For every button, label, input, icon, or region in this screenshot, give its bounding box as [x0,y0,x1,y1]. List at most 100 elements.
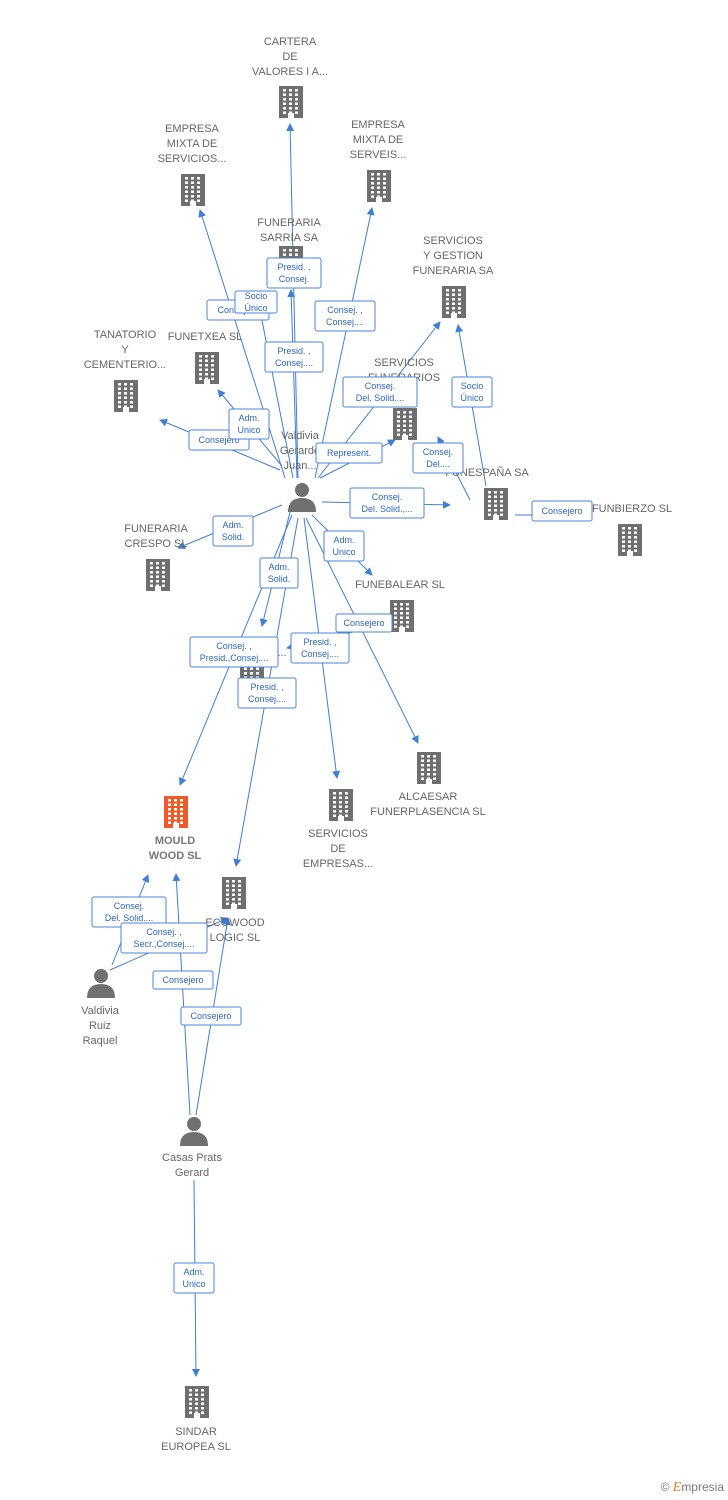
brand-name: mpresia [681,1480,724,1494]
edge-label-valdivia_gerardo-to-mould_wood[interactable]: Consej. ,Presid.,Consej.... [189,636,279,668]
edge-label-text: Consej. [114,901,145,911]
edge-label-valdivia_gerardo-to-funespana[interactable]: Consej.Del. Solid.,... [349,487,425,519]
edge-labels-layer: Presid. ,Consej.ConsejeroSocioÚnicoConse… [91,257,593,1294]
edge-label-text: Adm. [238,413,259,423]
edge-label-text: Adm. [222,520,243,530]
edge-valdivia_gerardo-to-funeraria_sarria [255,299,294,479]
edge-label-valdivia_gerardo-to-funebalear[interactable]: Adm. Unico [323,530,365,562]
node-funetxea[interactable]: FUNETXEA SL [168,331,243,384]
building-icon [164,796,188,828]
node-label: FUNETXEA SL [168,331,243,343]
edge-label-valdivia_gerardo-to-servicios_gestion[interactable]: Consej.Del. Solid.... [342,376,418,408]
edge-label-text: Presid. , [277,262,310,272]
edge-label-text: Único [460,393,483,403]
edge-label-casas_prats-to-ecowood[interactable]: Consejero [180,1006,242,1026]
node-funespana[interactable]: FUNESPAÑA SA [445,466,529,520]
edge-label-valdivia_gerardo-to-empresa_mixta_serveis[interactable]: Consej. ,Consej.... [314,300,376,332]
node-label: DE [330,843,345,855]
node-label: SERVEIS... [350,149,407,161]
edge-valdivia_gerardo-to-funeraria_sarria [287,289,298,479]
node-label: MIXTA DE [167,138,218,150]
edge-label-valdivia_gerardo-to-funetxea[interactable]: Adm. Unico [228,408,270,440]
node-tanatorio[interactable]: TANATORIOYCEMENTERIO... [84,329,167,412]
node-ecowood[interactable]: ECOWOOD LOGIC SL [205,877,265,944]
edge-label-valdivia_gerardo-to-servicios_funerarios[interactable]: Represent. [315,442,383,464]
edge-label-text: Consejero [541,506,582,516]
edge-label-text: Secr.,Consej.... [133,939,194,949]
node-label: CRESPO SL [125,538,188,550]
edge-label-valdivia_gerardo-to-ecowood[interactable]: Presid. ,Consej.... [237,677,297,709]
edge-label-funespana-to-funbierzo[interactable]: Consejero [531,500,593,522]
node-label: SINDAR [175,1426,217,1438]
edge-label-text: Consej.... [248,694,286,704]
node-empresa_mixta_serveis[interactable]: EMPRESA MIXTA DE SERVEIS... [350,119,407,202]
edge-label-text: Socio [245,291,268,301]
node-label: Y GESTION [423,250,483,262]
edge-label-text: Unico [182,1279,205,1289]
edge-label-text: Del.... [426,459,450,469]
edge-label-text: Adm. [183,1267,204,1277]
edge-label-text: Consej. [279,274,310,284]
edge-label-valdivia_gerardo-to-funeraria_crespo[interactable]: Adm. Solid. [212,515,254,547]
node-label: Raquel [83,1035,118,1047]
node-label: ECOWOOD [205,917,264,929]
node-label: SERVICIOS [308,828,368,840]
edge-label-valdivia_raquel-to-ecowood[interactable]: Consej. ,Secr.,Consej.... [120,922,208,954]
edge-label-text: Socio [461,381,484,391]
edge-label-valdivia_gerardo-to-servicios_empresas[interactable]: Presid. , Consej.... [290,632,350,664]
edge-label-valdivia_gerardo-to-funeraria_sarria[interactable]: Presid. ,Consej.... [264,341,324,373]
edge-label-text: Consej. [423,447,454,457]
edge-label-valdivia_gerardo-to-cartera[interactable]: Presid. , Consej. [266,257,322,289]
edge-label-text: Solid. [222,532,245,542]
node-sindar[interactable]: SINDAR EUROPEA SL [161,1386,231,1453]
edge-label-text: Del. Solid.... [105,913,154,923]
edge-valdivia_gerardo-to-cartera [286,123,299,479]
edge-label-text: Consejero [162,975,203,985]
edge-label-text: Presid. , [303,637,336,647]
edge-label-text: Adm. [333,535,354,545]
node-label: Gerardo [280,445,320,457]
edge-label-casas_prats-to-mould_wood[interactable]: Consejero [152,970,214,990]
node-label: DE [282,51,297,63]
node-label: ... [277,647,286,659]
node-valdivia_gerardo[interactable]: ValdiviaGerardoJuan... [280,430,320,512]
building-icon [114,380,138,412]
edge-casas_prats-to-mould_wood [172,873,191,1116]
node-label: FUNEBALEAR SL [355,579,445,591]
edge-label-funespana-to-servicios_funerarios[interactable]: Consej. Del.... [412,442,464,474]
edge-label-text: Consej.... [301,649,339,659]
node-label: FUNERARIA SA [413,265,494,277]
node-label: FUNERPLASENCIA SL [370,806,486,818]
node-label: EUROPEA SL [161,1441,231,1453]
edge-label-text: Consej. , [216,641,252,651]
node-label: MIXTA DE [353,134,404,146]
edge-label-casas_prats-to-sindar[interactable]: Adm. Unico [173,1262,215,1294]
node-servicios_funerarios[interactable]: SERVICIOSFUNERARIOS [368,357,440,440]
edge-label-text: Unico [237,425,260,435]
node-funbierzo[interactable]: FUNBIERZO SL [592,503,672,556]
edge-label-text: Represent. [327,448,371,458]
node-servicios_empresas[interactable]: SERVICIOSDEEMPRESAS... [303,789,373,870]
node-label: CEMENTERIO... [84,359,167,371]
edge-label-text: Consej.... [275,358,313,368]
node-label: EMPRESA [351,119,405,131]
edge-label-text: Consej.... [326,317,364,327]
edge-label-text: Unico [332,547,355,557]
edge-label-text: Consej. [365,381,396,391]
building-icon [222,877,246,909]
edge-label-funebalear-to-hidden_co[interactable]: Consejero [335,613,393,633]
node-label: LOGIC SL [210,932,261,944]
edge-label-valdivia_gerardo-to-hidden_co[interactable]: Adm.Solid. [259,557,299,589]
person-icon [180,1117,208,1146]
node-funebalear[interactable]: FUNEBALEAR SL [355,579,445,632]
